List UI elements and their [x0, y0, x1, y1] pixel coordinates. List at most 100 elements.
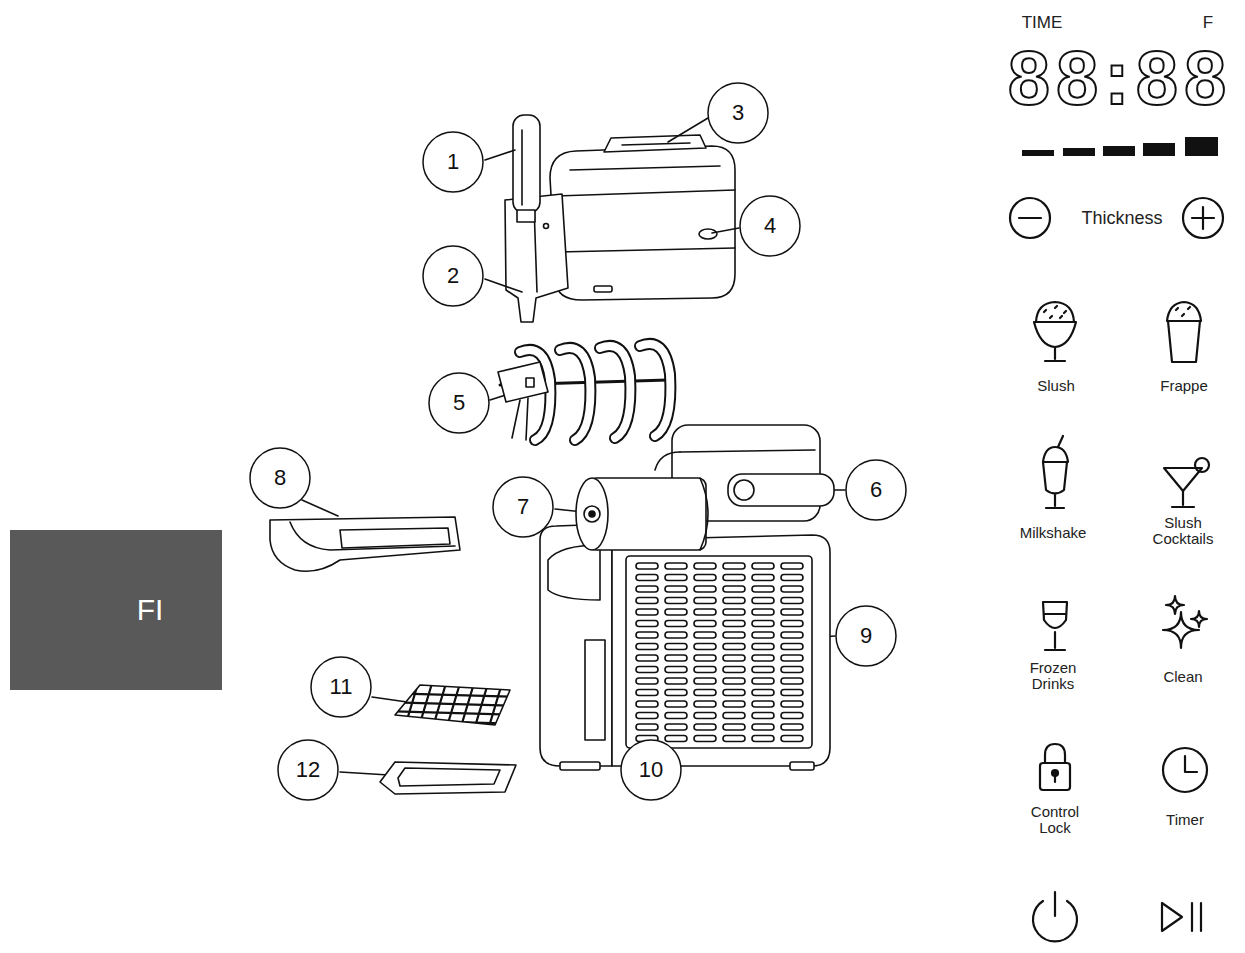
filter-mesh	[380, 720, 520, 724]
grille-slot	[636, 598, 658, 604]
callout-number: 6	[870, 479, 882, 501]
machine-illustration	[1010, 137, 1223, 941]
motor-housing	[728, 474, 834, 506]
grille-slot	[781, 621, 803, 627]
display-indicator: TIME	[1022, 14, 1063, 32]
grille-slot	[665, 690, 687, 696]
frappe-icon	[1176, 307, 1190, 316]
leader-line	[668, 118, 708, 142]
lock-icon	[1040, 744, 1070, 790]
container-lid	[699, 229, 717, 239]
grille-slot	[752, 575, 774, 581]
container-lid	[594, 286, 612, 292]
grille-slot	[636, 644, 658, 650]
grille-slot	[723, 736, 745, 742]
timer-icon	[1163, 748, 1207, 792]
slush-icon	[1045, 347, 1065, 361]
grille-slot	[723, 586, 745, 592]
milkshake-icon	[1046, 495, 1064, 508]
callout-outline	[836, 606, 896, 666]
clean-icon	[1191, 611, 1207, 627]
top-cover	[622, 143, 690, 145]
timer-icon	[1163, 748, 1207, 792]
auger	[600, 346, 630, 438]
callout-number: 8	[274, 467, 286, 489]
handle	[521, 130, 523, 205]
filter-mesh	[380, 711, 520, 715]
slush-icon	[1036, 302, 1074, 322]
thickness-bars	[1185, 137, 1218, 156]
grille-slot	[665, 621, 687, 627]
grille-slot	[665, 678, 687, 684]
freezing-cylinder	[576, 478, 608, 550]
top-cover	[604, 135, 706, 152]
grille-slot	[752, 655, 774, 661]
grille-slot	[636, 690, 658, 696]
callout-circle: 9	[835, 605, 897, 667]
filter-grid	[380, 680, 520, 730]
freezing-cylinder	[589, 511, 595, 517]
button-label: Slush Cocktails	[1146, 515, 1220, 547]
clean-icon	[1166, 596, 1184, 614]
grille-slot	[752, 644, 774, 650]
callout-number: 11	[330, 676, 353, 698]
filter-frame	[380, 762, 516, 794]
filter-grid	[380, 680, 520, 730]
auger	[498, 362, 548, 402]
grille-slot	[723, 690, 745, 696]
clean-icon	[1163, 596, 1207, 648]
grille-slot	[636, 632, 658, 638]
leader-line	[302, 500, 338, 516]
grille-slot	[665, 575, 687, 581]
auger	[526, 378, 534, 387]
machine-base	[612, 535, 830, 766]
filter-frame	[398, 768, 500, 786]
slush-icon	[1034, 322, 1076, 347]
frappe-icon	[1167, 302, 1201, 362]
grille-slot	[694, 690, 716, 696]
grille-slot	[752, 598, 774, 604]
callout-circle: 1	[422, 131, 484, 193]
milkshake-icon	[1043, 436, 1068, 508]
dispense-spout	[505, 194, 568, 322]
grille-slot	[636, 563, 658, 569]
minus-button	[1019, 217, 1041, 219]
grille-slot	[723, 724, 745, 730]
grille-slot	[694, 655, 716, 661]
grille-slot	[781, 724, 803, 730]
freezing-cylinder	[584, 506, 600, 522]
play-pause-icon	[1162, 903, 1182, 931]
grille-slot	[752, 586, 774, 592]
top-cover	[604, 135, 706, 152]
grille-slot	[694, 667, 716, 673]
leader-line	[712, 228, 739, 233]
freezing-cylinder	[700, 478, 708, 550]
grille-slot	[781, 609, 803, 615]
button-label: Frozen Drinks	[1022, 660, 1084, 692]
slush-icon	[1034, 302, 1076, 361]
dispense-spout	[505, 194, 568, 322]
grille-slot	[781, 667, 803, 673]
auger	[560, 348, 590, 440]
handle	[517, 210, 535, 222]
grille-slot	[752, 713, 774, 719]
dispense-spout	[544, 224, 549, 229]
grille-slot	[781, 632, 803, 638]
button-label: Milkshake	[1020, 525, 1087, 541]
callout-circle: 3	[707, 82, 769, 144]
button-label: Slush	[1037, 378, 1075, 394]
grille-slot	[636, 586, 658, 592]
grille-slot	[665, 644, 687, 650]
grille-slot	[665, 667, 687, 673]
callout-number: 12	[296, 759, 320, 781]
grille-slot	[723, 667, 745, 673]
machine-base	[540, 524, 612, 766]
minus-button	[1010, 198, 1050, 238]
grille-slot	[781, 701, 803, 707]
frozen-drink-icon	[1044, 613, 1066, 615]
button-label: Clean	[1163, 669, 1202, 685]
drip-tray	[290, 522, 455, 550]
callout-outline	[250, 448, 310, 508]
drip-tray	[270, 517, 460, 571]
vent-grille	[626, 556, 812, 748]
